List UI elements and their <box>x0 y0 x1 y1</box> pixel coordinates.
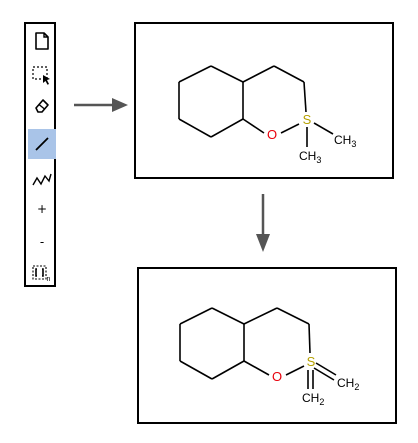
single-bond-tool-button[interactable] <box>28 129 56 159</box>
oxygen-atom: O <box>267 127 277 142</box>
new-document-button[interactable] <box>28 28 56 54</box>
charge-minus-button[interactable]: - <box>28 229 56 255</box>
right-arrow <box>74 98 128 112</box>
bond-icon <box>35 137 49 151</box>
chain-tool-button[interactable] <box>28 166 56 192</box>
methyl-bottom-label: CH3 <box>299 149 321 165</box>
molecule-before: O S CH3 CH3 <box>178 65 356 165</box>
bond-lines <box>179 307 337 389</box>
svg-text:n: n <box>47 276 51 283</box>
erase-tool-button[interactable] <box>28 92 56 118</box>
charge-minus-icon: - <box>39 235 45 249</box>
methyl-right-label: CH3 <box>334 133 356 149</box>
down-arrow <box>256 194 270 252</box>
sulfur-atom: S <box>307 354 316 369</box>
selection-icon <box>32 66 50 85</box>
sulfur-atom: S <box>303 112 312 127</box>
molecule-panel-before: O S CH3 CH3 <box>134 22 394 179</box>
sgroup-tool-button[interactable]: n <box>28 260 56 286</box>
chain-icon <box>32 173 52 186</box>
select-tool-button[interactable] <box>28 62 56 88</box>
molecule-panel-after: O S CH2 CH2 <box>137 267 397 424</box>
new-document-icon <box>35 32 49 50</box>
molecule-after: O S CH2 CH2 <box>179 307 359 407</box>
eraser-icon <box>35 99 49 113</box>
methylene-right-label: CH2 <box>337 376 359 392</box>
sgroup-bracket-icon: n <box>32 265 51 283</box>
oxygen-atom: O <box>272 369 282 384</box>
charge-plus-icon: + <box>36 202 48 216</box>
tool-palette: + - n <box>24 22 56 287</box>
bond-lines <box>178 65 334 147</box>
charge-plus-button[interactable]: + <box>28 196 56 222</box>
methylene-bottom-label: CH2 <box>302 391 324 407</box>
